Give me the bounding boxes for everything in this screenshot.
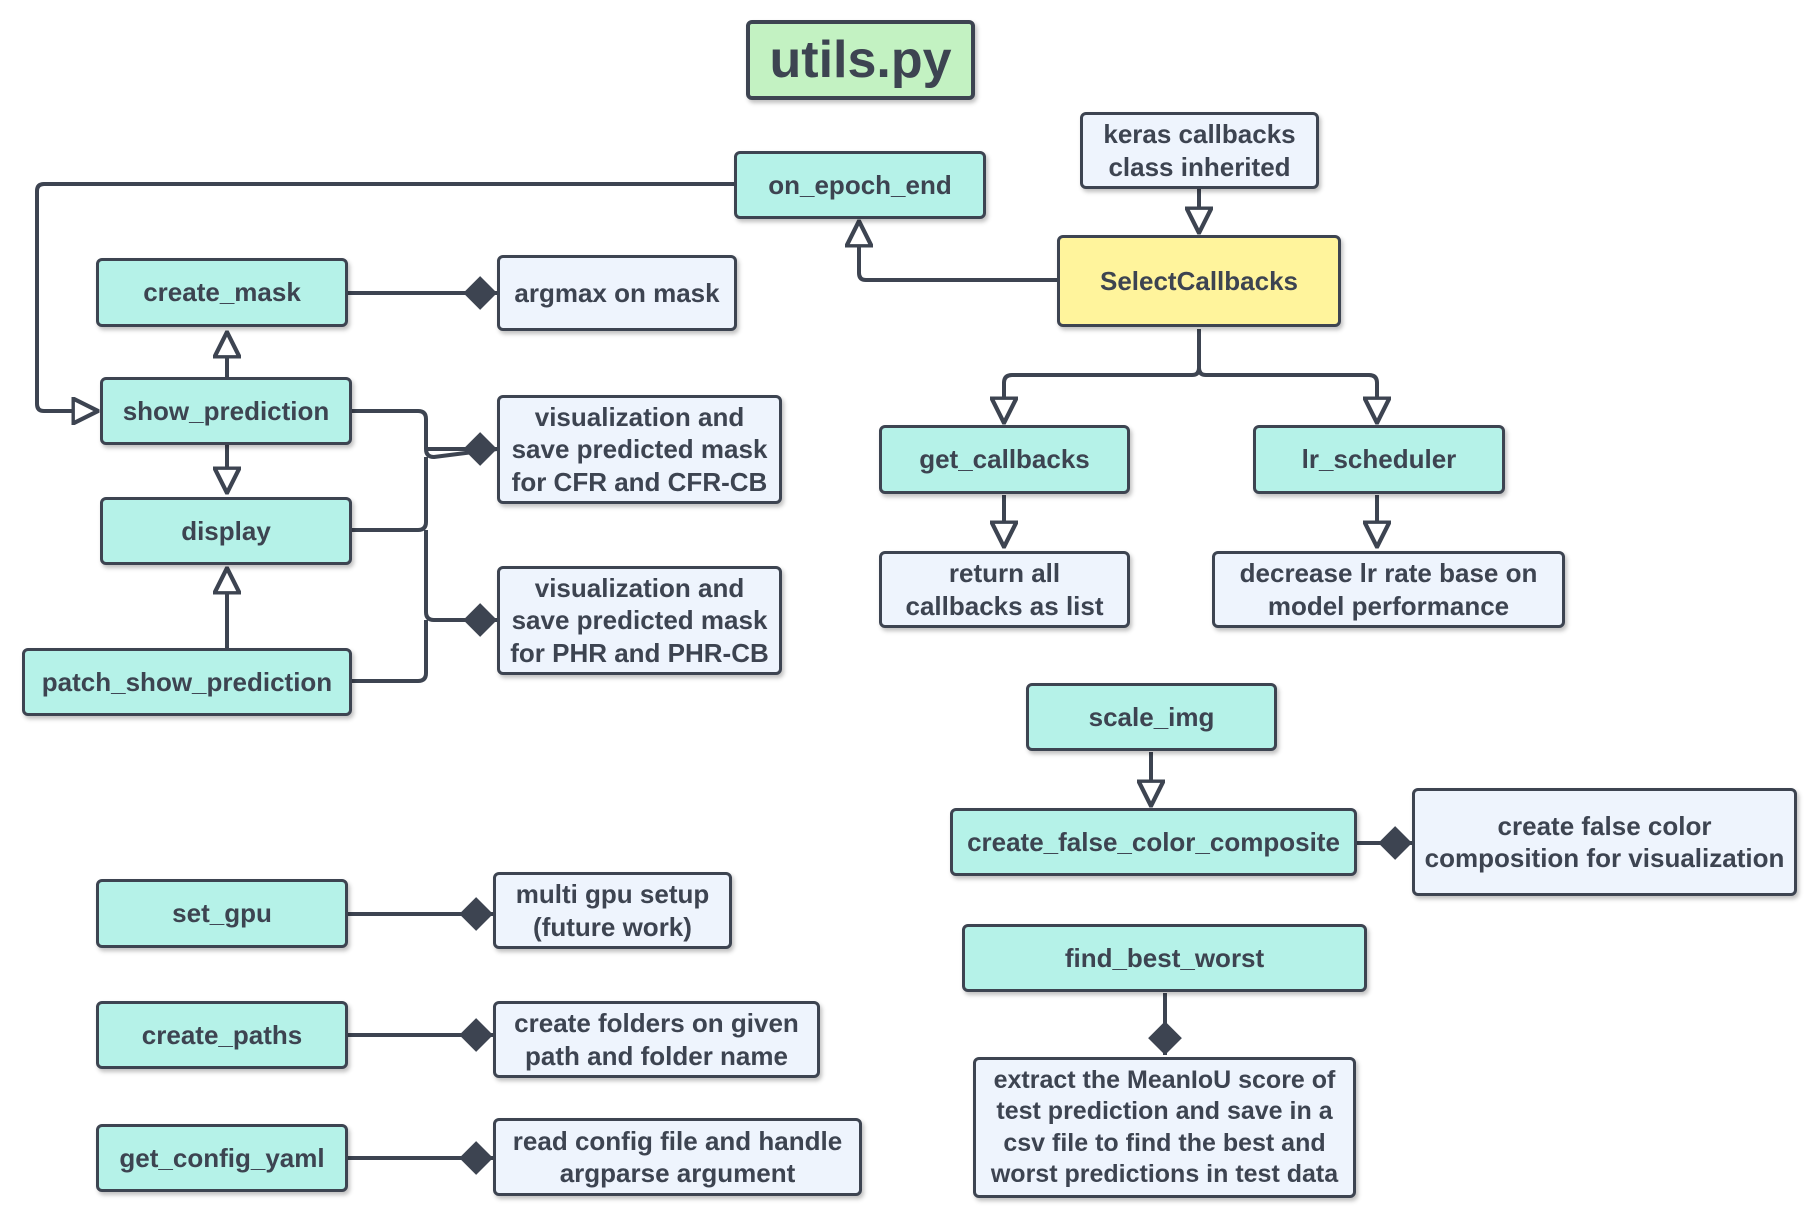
edge-select-to-epoch [859, 221, 1058, 282]
node-argmax-on-mask: argmax on mask [497, 255, 737, 331]
node-multi-gpu: multi gpu setup (future work) [493, 872, 732, 949]
node-create-paths: create_paths [96, 1001, 348, 1069]
node-get-config-yaml: get_config_yaml [96, 1124, 348, 1192]
edge-select-to-lr [1197, 367, 1377, 423]
edge-display-to-viz-phr [424, 530, 497, 637]
node-show-prediction: show_prediction [100, 377, 352, 445]
edge-select-to-getcb [1004, 329, 1201, 423]
node-on-epoch-end: on_epoch_end [734, 151, 986, 219]
edge-display-to-viz [351, 457, 428, 532]
node-extract-meaniou: extract the MeanIoU score of test predic… [973, 1057, 1356, 1198]
page-title: utils.py [746, 20, 975, 100]
node-scale-img: scale_img [1026, 683, 1277, 751]
node-create-false-color-composite: create_false_color_composite [950, 808, 1357, 876]
edge-show-to-viz-cfr [351, 409, 498, 459]
node-display: display [100, 497, 352, 565]
node-select-callbacks: SelectCallbacks [1057, 235, 1341, 327]
node-viz-cfr: visualization and save predicted mask fo… [497, 395, 782, 504]
edge-patch-to-viz-phr [351, 620, 428, 683]
node-patch-show-prediction: patch_show_prediction [22, 648, 352, 716]
node-return-all-callbacks: return all callbacks as list [879, 551, 1130, 628]
node-decrease-lr: decrease lr rate base on model performan… [1212, 551, 1565, 628]
node-get-callbacks: get_callbacks [879, 425, 1130, 494]
node-create-folders: create folders on given path and folder … [493, 1001, 820, 1078]
node-lr-scheduler: lr_scheduler [1253, 425, 1505, 494]
edge-epoch-to-show [35, 182, 736, 411]
node-viz-phr: visualization and save predicted mask fo… [497, 566, 782, 675]
node-set-gpu: set_gpu [96, 879, 348, 948]
node-find-best-worst: find_best_worst [962, 924, 1367, 992]
node-create-mask: create_mask [96, 258, 348, 327]
node-keras-callbacks: keras callbacks class inherited [1080, 112, 1319, 189]
node-read-config: read config file and handle argparse arg… [493, 1118, 862, 1196]
node-false-color-desc: create false color composition for visua… [1412, 788, 1797, 896]
